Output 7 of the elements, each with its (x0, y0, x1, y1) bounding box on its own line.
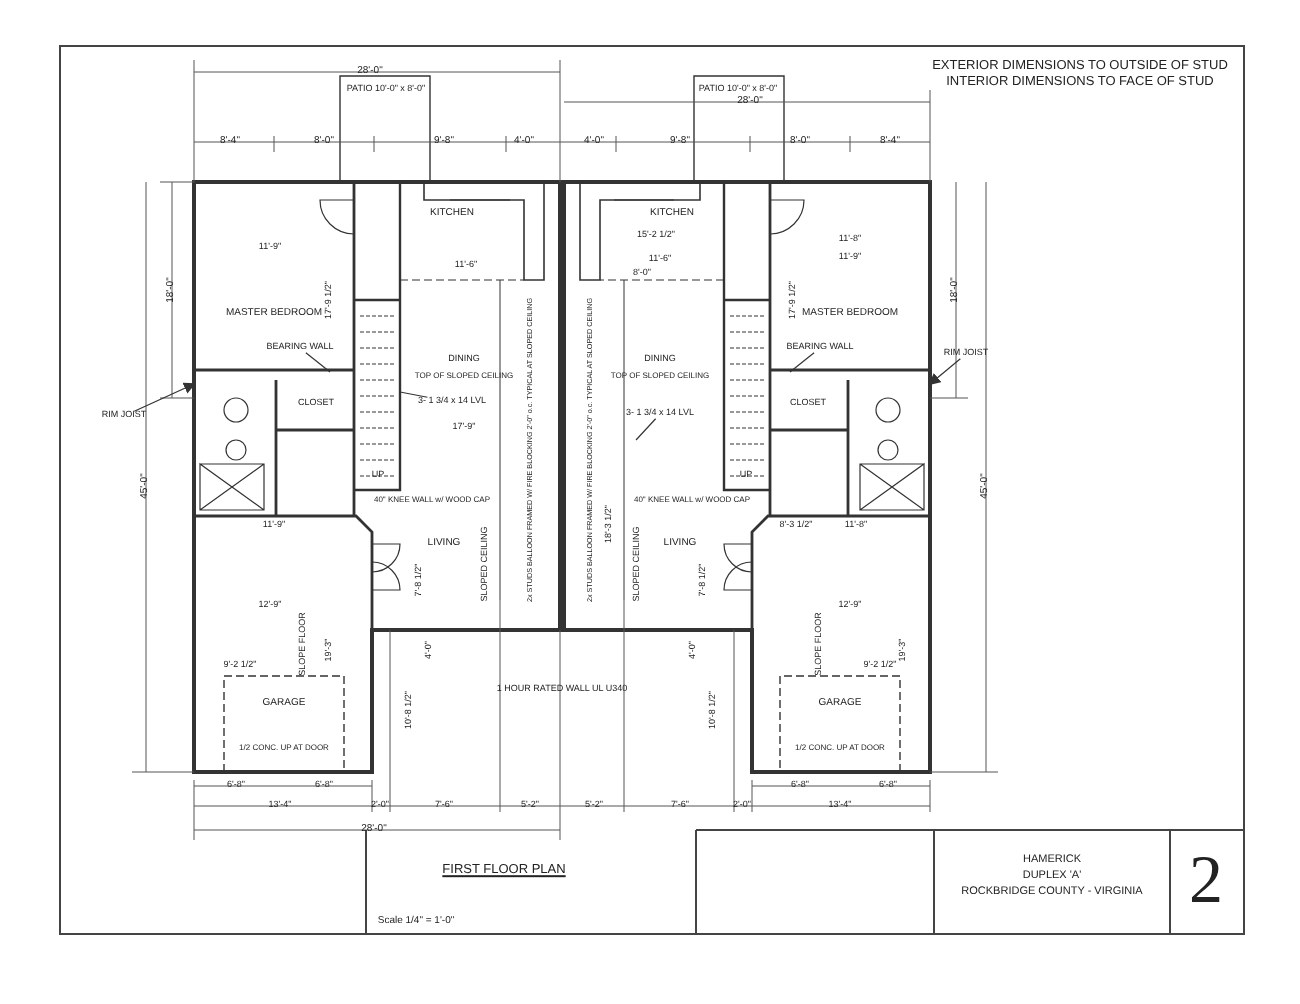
leader-line (928, 358, 961, 386)
sheet-number: 2 (1189, 846, 1223, 918)
leader-line (305, 352, 331, 373)
leader-line (133, 382, 196, 412)
leader-line (399, 391, 429, 398)
leader-line (635, 418, 657, 441)
leader-line (789, 352, 815, 373)
